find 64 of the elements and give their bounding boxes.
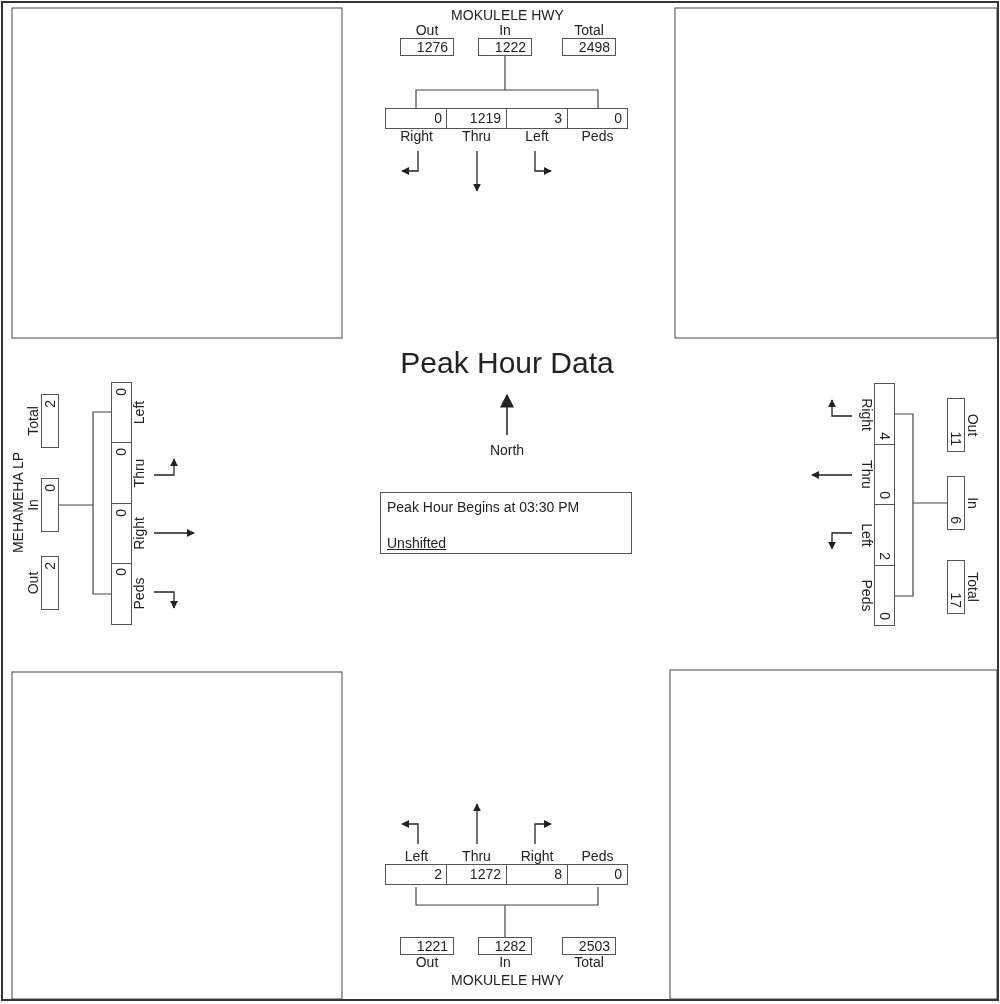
road-name: MEHAMEHA LP (10, 450, 26, 556)
count-label: Total (573, 955, 605, 970)
count-label: Total (965, 571, 980, 604)
road-name: MOKULELE HWY (450, 972, 565, 988)
peak-hour-text: Peak Hour Begins at 03:30 PM (387, 499, 580, 515)
movement-count: 0 (874, 565, 895, 626)
count-label: In (965, 496, 980, 511)
movement-label: Right (859, 397, 874, 433)
movement-label: Left (132, 399, 147, 427)
count-label: Out (965, 412, 980, 439)
volume-count: 2503 (562, 937, 616, 955)
diagram-title: Peak Hour Data (399, 345, 615, 381)
movement-count: 0 (111, 442, 132, 504)
movement-count: 0 (111, 503, 132, 564)
movement-label: Peds (580, 129, 615, 144)
movement-count: 1219 (446, 108, 507, 129)
volume-count: 2498 (562, 38, 616, 56)
volume-count: 1282 (478, 937, 532, 955)
movement-label: Peds (580, 849, 615, 864)
movement-label: Right (132, 516, 147, 552)
movement-count: 0 (567, 108, 628, 129)
road-name: MOKULELE HWY (450, 7, 565, 23)
volume-count: 6 (947, 476, 965, 530)
count-label: Total (26, 405, 41, 438)
volume-count: 17 (947, 560, 965, 614)
movement-count: 2 (385, 864, 448, 885)
movement-label: Left (403, 849, 430, 864)
volume-count: 1221 (400, 937, 454, 955)
movement-count: 0 (567, 864, 628, 885)
movement-label: Right (399, 129, 434, 144)
movement-count: 2 (874, 504, 895, 566)
movement-count: 0 (874, 444, 895, 505)
volume-count: 2 (41, 556, 59, 610)
count-label: In (498, 955, 512, 970)
volume-count: 11 (947, 398, 965, 452)
volume-count: 1276 (400, 38, 454, 56)
movement-label: Thru (461, 849, 492, 864)
count-label: Out (414, 23, 440, 38)
movement-count: 3 (506, 108, 568, 129)
movement-count: 8 (506, 864, 568, 885)
movement-label: Peds (132, 576, 147, 612)
movement-count: 0 (111, 562, 132, 625)
movement-count: 1272 (446, 864, 507, 885)
north-label: North (488, 442, 526, 458)
count-label: Out (414, 955, 440, 970)
movement-count: 0 (385, 108, 448, 129)
movement-label: Peds (859, 578, 874, 614)
movement-label: Thru (859, 459, 874, 491)
movement-label: Thru (132, 457, 147, 490)
movement-label: Right (519, 849, 555, 864)
count-label: In (26, 498, 41, 513)
movement-count: 0 (111, 382, 132, 443)
count-label: Out (26, 570, 41, 597)
shift-text: Unshifted (387, 535, 447, 551)
volume-count: 0 (41, 478, 59, 532)
volume-count: 2 (41, 394, 59, 448)
movement-count: 4 (874, 383, 895, 446)
count-label: Total (573, 23, 605, 38)
count-label: In (498, 23, 512, 38)
movement-label: Left (859, 522, 874, 549)
movement-label: Left (524, 129, 550, 144)
movement-label: Thru (461, 129, 492, 144)
volume-count: 1222 (478, 38, 532, 56)
info-box (380, 492, 632, 554)
